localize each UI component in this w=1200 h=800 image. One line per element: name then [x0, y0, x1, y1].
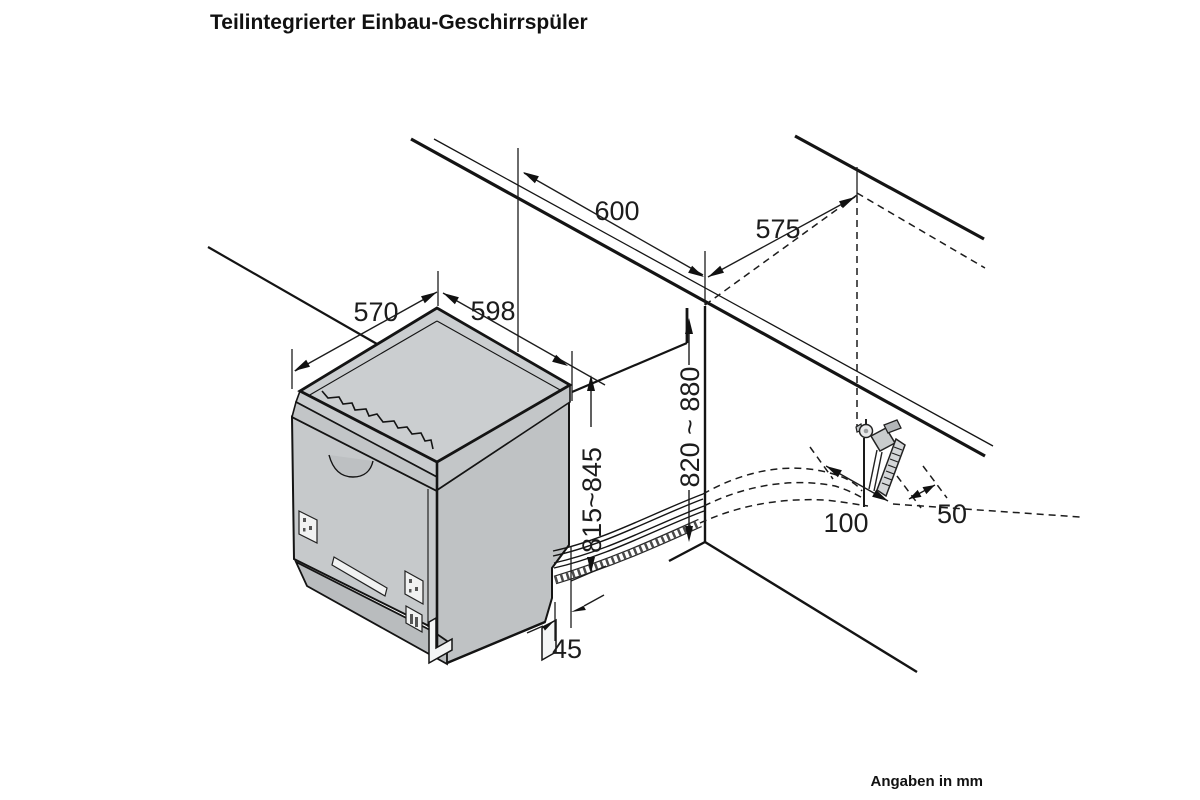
arrowhead — [922, 485, 935, 495]
dim-label-570: 570 — [353, 297, 398, 327]
arrowhead — [552, 354, 568, 366]
standpipe-rib — [881, 482, 891, 487]
niche-right-top-edge — [856, 192, 986, 269]
connection-ref-mid — [896, 475, 922, 509]
door-handle-recess — [328, 454, 374, 478]
drain-standpipe — [876, 437, 906, 498]
units-note: Angaben in mm — [870, 773, 983, 790]
hoses — [552, 467, 869, 585]
water-connections — [855, 419, 906, 507]
arrowhead — [587, 375, 595, 391]
arrowhead — [542, 620, 555, 631]
dim-label-45: 45 — [552, 634, 582, 664]
power-cord — [553, 510, 705, 569]
dim-label-598: 598 — [470, 296, 515, 326]
label-mark — [409, 579, 412, 583]
dim-label-820-880: 820 ~ 880 — [675, 367, 705, 488]
arrowhead — [443, 293, 459, 305]
ext-floor-right-of-dw — [570, 565, 607, 582]
label-mark — [303, 528, 306, 532]
dimline-45-right — [583, 594, 605, 607]
dim-label-50: 50 — [937, 499, 967, 529]
bottom-edge-right — [446, 620, 546, 665]
dimline-570 — [294, 291, 438, 372]
arrowhead — [571, 605, 586, 612]
dimline-575 — [707, 196, 856, 278]
room-lines — [207, 134, 994, 674]
label-mark — [303, 518, 306, 522]
standpipe-rib — [893, 446, 903, 451]
niche-back-top-edge — [704, 194, 858, 306]
dimline-598 — [442, 292, 606, 386]
connection-ref-left — [809, 446, 834, 480]
right-wall-top-edge — [794, 134, 985, 241]
front-foot-bracket — [428, 616, 453, 665]
door-vent-slot — [331, 556, 388, 597]
hidden-hose-2 — [703, 481, 865, 507]
hidden-hose-3 — [699, 498, 869, 524]
drain-hose-corrugation — [554, 520, 702, 584]
arrowhead — [421, 292, 437, 304]
connection-ref-right — [922, 465, 948, 499]
arrowhead — [685, 526, 693, 542]
arrowhead — [688, 265, 704, 277]
dim-label-600: 600 — [594, 196, 639, 226]
arrowhead — [839, 197, 855, 209]
valve-hose-edge — [868, 449, 878, 490]
counter-front-edge — [410, 137, 986, 458]
arrowhead — [708, 265, 724, 277]
aquastop-cap — [883, 419, 902, 434]
top-rim-left — [307, 320, 438, 397]
label-mark — [309, 526, 312, 530]
arrowhead — [826, 466, 842, 478]
standpipe-rib — [885, 470, 895, 475]
niche-dashed-outline — [704, 192, 1081, 518]
valve-hose-edge — [873, 451, 883, 492]
dishwasher — [290, 306, 573, 666]
dimline-600 — [523, 172, 704, 276]
label-bar — [410, 614, 413, 624]
counter-top-back-edge — [433, 138, 994, 447]
tap-handle-center — [863, 428, 869, 434]
standpipe-rib — [889, 458, 899, 463]
dim-label-575: 575 — [755, 214, 800, 244]
floor-reference-dashed — [892, 503, 1081, 518]
power-cord — [553, 505, 705, 564]
standpipe-rib — [887, 464, 897, 469]
dim-label-100: 100 — [823, 508, 868, 538]
dimensions: 600 575 570 598 815~845 820 ~ 880 45 — [291, 148, 967, 664]
floor-edge-left — [668, 540, 706, 563]
left-wall-edge — [207, 246, 378, 345]
label-mark — [409, 589, 412, 593]
arrowhead — [523, 172, 539, 184]
dim-label-815-845: 815~845 — [577, 447, 607, 553]
hidden-hose-1 — [702, 467, 863, 495]
arrowhead — [872, 489, 888, 501]
top-rim-right — [436, 320, 563, 392]
dimline-45-left — [526, 625, 544, 634]
standpipe-rib — [883, 476, 893, 481]
arrowhead — [294, 359, 310, 371]
label-bar — [415, 617, 418, 627]
standpipe-rib — [891, 452, 901, 457]
label-mark — [415, 587, 418, 591]
countertop-cut-zigzag — [321, 390, 434, 450]
page-title: Teilintegrierter Einbau-Geschirrspüler — [210, 11, 588, 34]
arrowhead — [909, 489, 922, 499]
arrowhead — [587, 557, 595, 573]
floor-edge-right — [704, 540, 918, 674]
arrowhead — [685, 318, 693, 334]
